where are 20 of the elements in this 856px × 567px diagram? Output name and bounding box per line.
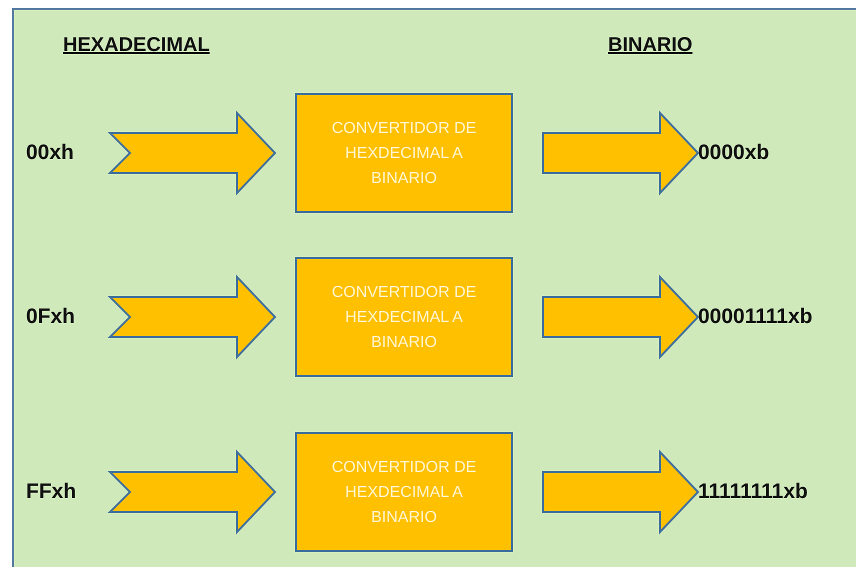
- converter-label: CONVERTIDOR DE HEXDECIMAL A BINARIO: [330, 118, 478, 188]
- block-arrow: [108, 274, 276, 360]
- value-text: 00001111xb: [698, 305, 812, 329]
- value-text: FFxh: [26, 480, 76, 504]
- converter-box: [295, 257, 513, 377]
- converter-label: CONVERTIDOR DE HEXDECIMAL A BINARIO: [330, 458, 478, 528]
- converter-box: [295, 432, 513, 552]
- value-text: 00xh: [26, 141, 74, 165]
- value-text: 0Fxh: [26, 305, 76, 329]
- block-arrow: [542, 450, 700, 534]
- value-text: 0000xb: [698, 141, 770, 165]
- converter-label: CONVERTIDOR DE HEXDECIMAL A BINARIO: [330, 282, 478, 352]
- value-text: 11111111xb: [698, 480, 808, 504]
- block-arrow: [108, 450, 276, 534]
- block-arrow: [542, 274, 700, 360]
- column-heading: HEXADECIMAL: [63, 34, 210, 57]
- converter-box: [295, 93, 513, 213]
- block-arrow: [542, 110, 700, 196]
- column-heading: BINARIO: [608, 34, 692, 57]
- block-arrow: [108, 110, 276, 196]
